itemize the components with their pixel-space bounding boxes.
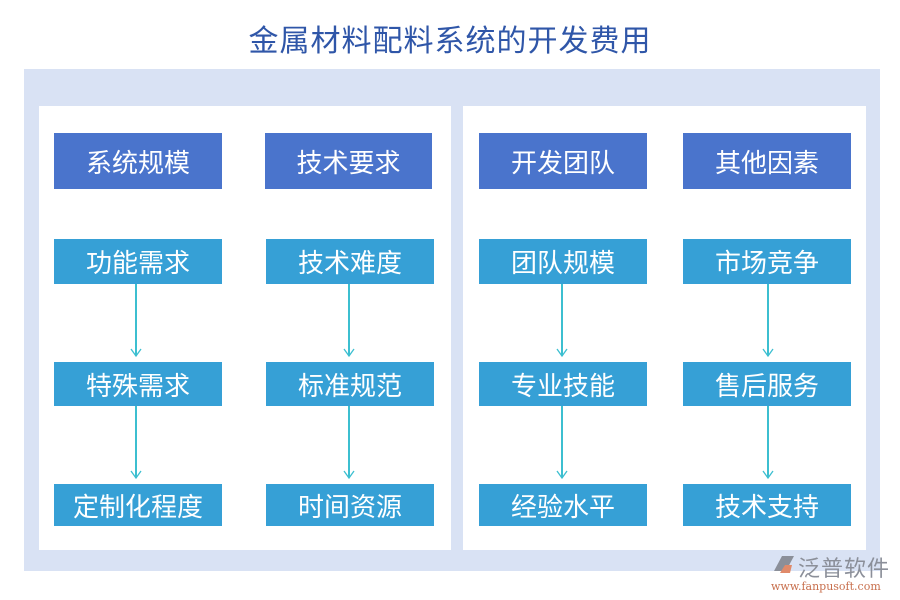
node-tech-support: 技术支持: [683, 484, 851, 526]
node-function-requirements: 功能需求: [54, 239, 222, 284]
header-system-scale: 系统规模: [54, 133, 222, 189]
brand-logo-icon: [774, 556, 794, 573]
arrow-down-icon: [130, 284, 142, 358]
arrow-down-icon: [762, 284, 774, 358]
node-market-competition: 市场竞争: [683, 239, 851, 284]
arrow-down-icon: [130, 406, 142, 480]
page-title: 金属材料配料系统的开发费用: [248, 24, 652, 59]
header-tech-requirements: 技术要求: [265, 133, 432, 189]
header-dev-team: 开发团队: [479, 133, 647, 189]
node-team-size: 团队规模: [479, 239, 647, 284]
brand-watermark: 泛普软件 www.fanpusoft.com: [770, 551, 895, 597]
node-professional-skills: 专业技能: [479, 362, 647, 406]
node-tech-difficulty: 技术难度: [266, 239, 434, 284]
brand-url: www.fanpusoft.com: [771, 580, 881, 593]
node-after-sales-service: 售后服务: [683, 362, 851, 406]
arrow-down-icon: [556, 284, 568, 358]
node-customization-level: 定制化程度: [54, 484, 222, 526]
brand-name: 泛普软件: [798, 557, 891, 582]
arrow-down-icon: [762, 406, 774, 480]
arrow-down-icon: [343, 406, 355, 480]
header-other-factors: 其他因素: [683, 133, 851, 189]
arrow-down-icon: [556, 406, 568, 480]
node-standards: 标准规范: [266, 362, 434, 406]
arrow-down-icon: [343, 284, 355, 358]
node-time-resources: 时间资源: [266, 484, 434, 526]
node-experience-level: 经验水平: [479, 484, 647, 526]
node-special-requirements: 特殊需求: [54, 362, 222, 406]
